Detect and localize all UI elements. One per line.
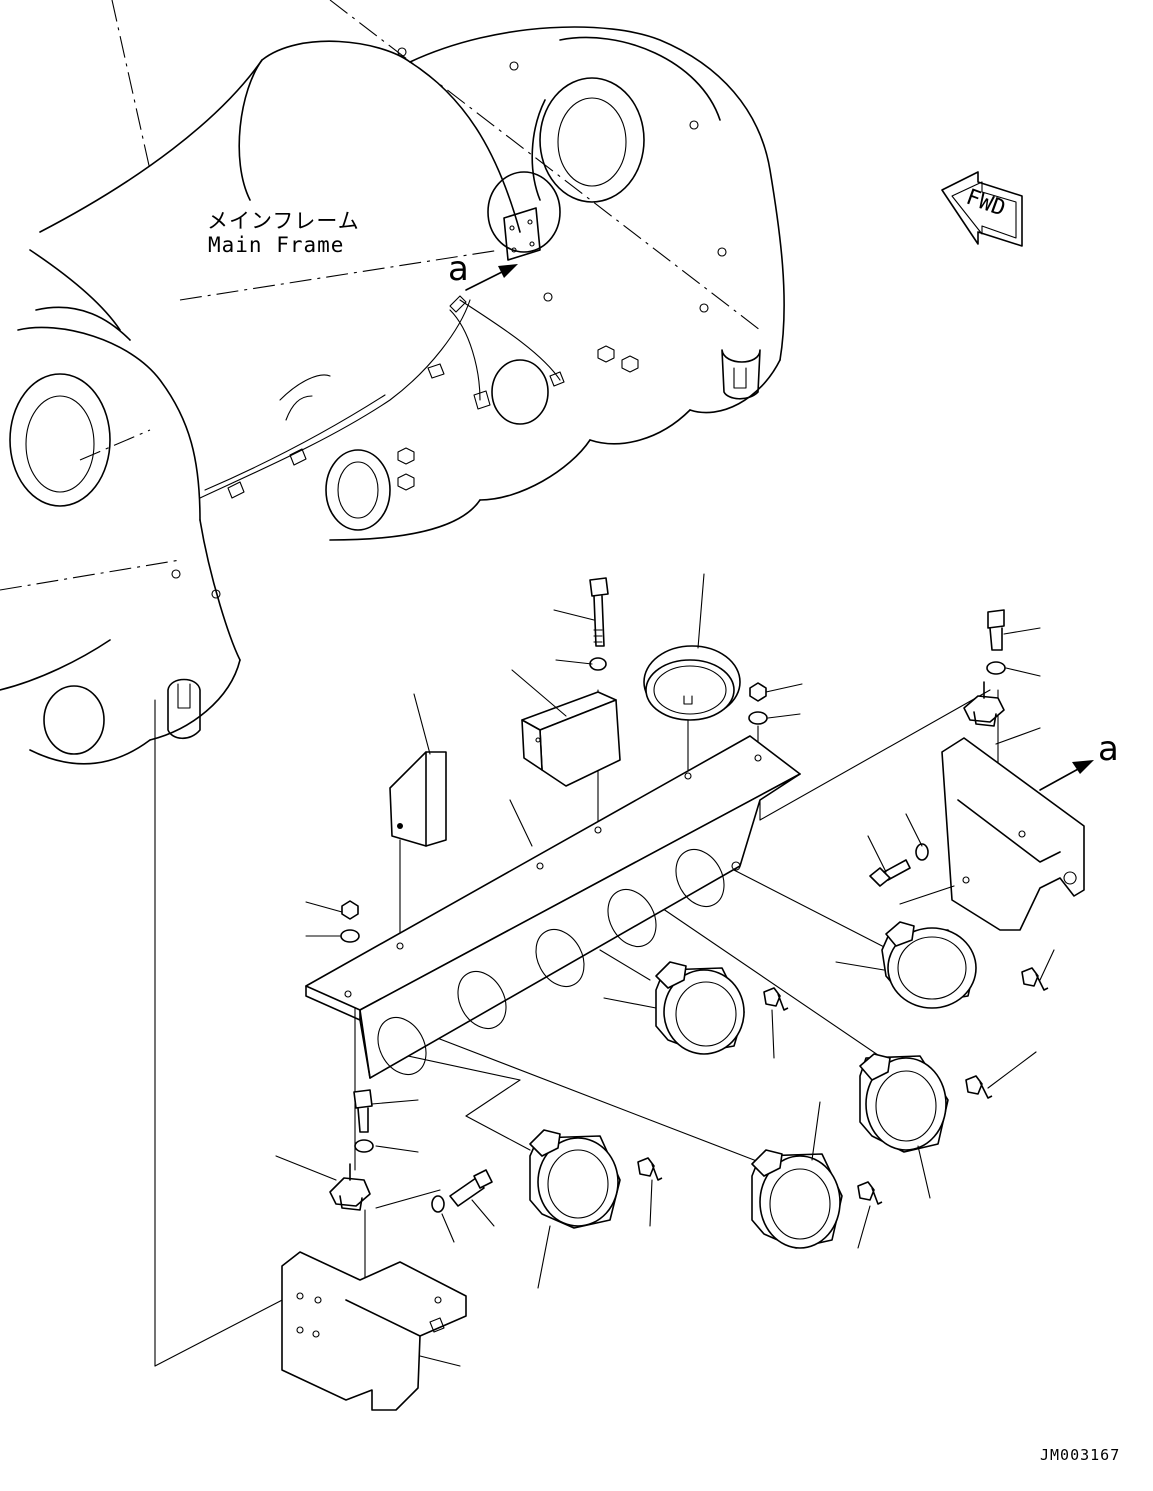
fwd-indicator: FWD: [942, 172, 1022, 246]
long-bolt: [590, 578, 608, 646]
view-mark-right: a: [1098, 729, 1119, 769]
work-lamp-3: [860, 1054, 948, 1152]
rubber-mount-right: [964, 682, 1004, 726]
relay-box: [522, 692, 620, 786]
fwd-arrow-icon: [942, 172, 1022, 246]
bolt-right-top: [988, 610, 1004, 650]
horn: [644, 646, 740, 720]
drawing-code: JM003167: [1040, 1446, 1120, 1464]
nut: [750, 683, 766, 701]
main-frame-label-en: Main Frame: [208, 233, 344, 257]
work-lamp-1: [882, 922, 976, 1008]
washer: [749, 712, 767, 724]
bolt-left: [354, 1090, 372, 1132]
left-bracket: [282, 1252, 466, 1410]
arrow-icon: [1072, 760, 1094, 774]
washer: [987, 662, 1005, 674]
work-lamp-5: [752, 1150, 842, 1248]
washer: [916, 844, 928, 860]
washer: [432, 1196, 444, 1212]
bolt-left-side: [450, 1170, 492, 1206]
screw: [966, 1076, 992, 1098]
lamp-mounting-bar: [306, 736, 800, 1083]
assembly-lines: [155, 690, 998, 1366]
work-lamp-2: [656, 962, 744, 1054]
leader-lines: [276, 574, 1054, 1366]
view-arrow-top: a: [448, 249, 518, 290]
center-lines: [0, 0, 760, 590]
nut: [342, 901, 358, 919]
screw: [764, 988, 788, 1010]
view-arrow-right: a: [1040, 729, 1119, 790]
main-frame-label: メインフレーム Main Frame: [207, 209, 360, 257]
view-mark-top: a: [448, 249, 469, 289]
work-lamp-4: [530, 1130, 620, 1228]
rubber-mount-left: [330, 1164, 370, 1210]
flasher-unit: [390, 752, 446, 846]
washer: [341, 930, 359, 942]
main-frame-outline: [0, 27, 784, 764]
washer: [355, 1140, 373, 1152]
main-frame-label-jp: メインフレーム: [207, 209, 360, 233]
side-bolt: [870, 860, 910, 886]
screw: [1022, 968, 1048, 990]
right-bracket: [942, 738, 1084, 930]
screw: [858, 1182, 882, 1204]
arrow-icon: [498, 264, 518, 278]
screw: [638, 1158, 662, 1180]
